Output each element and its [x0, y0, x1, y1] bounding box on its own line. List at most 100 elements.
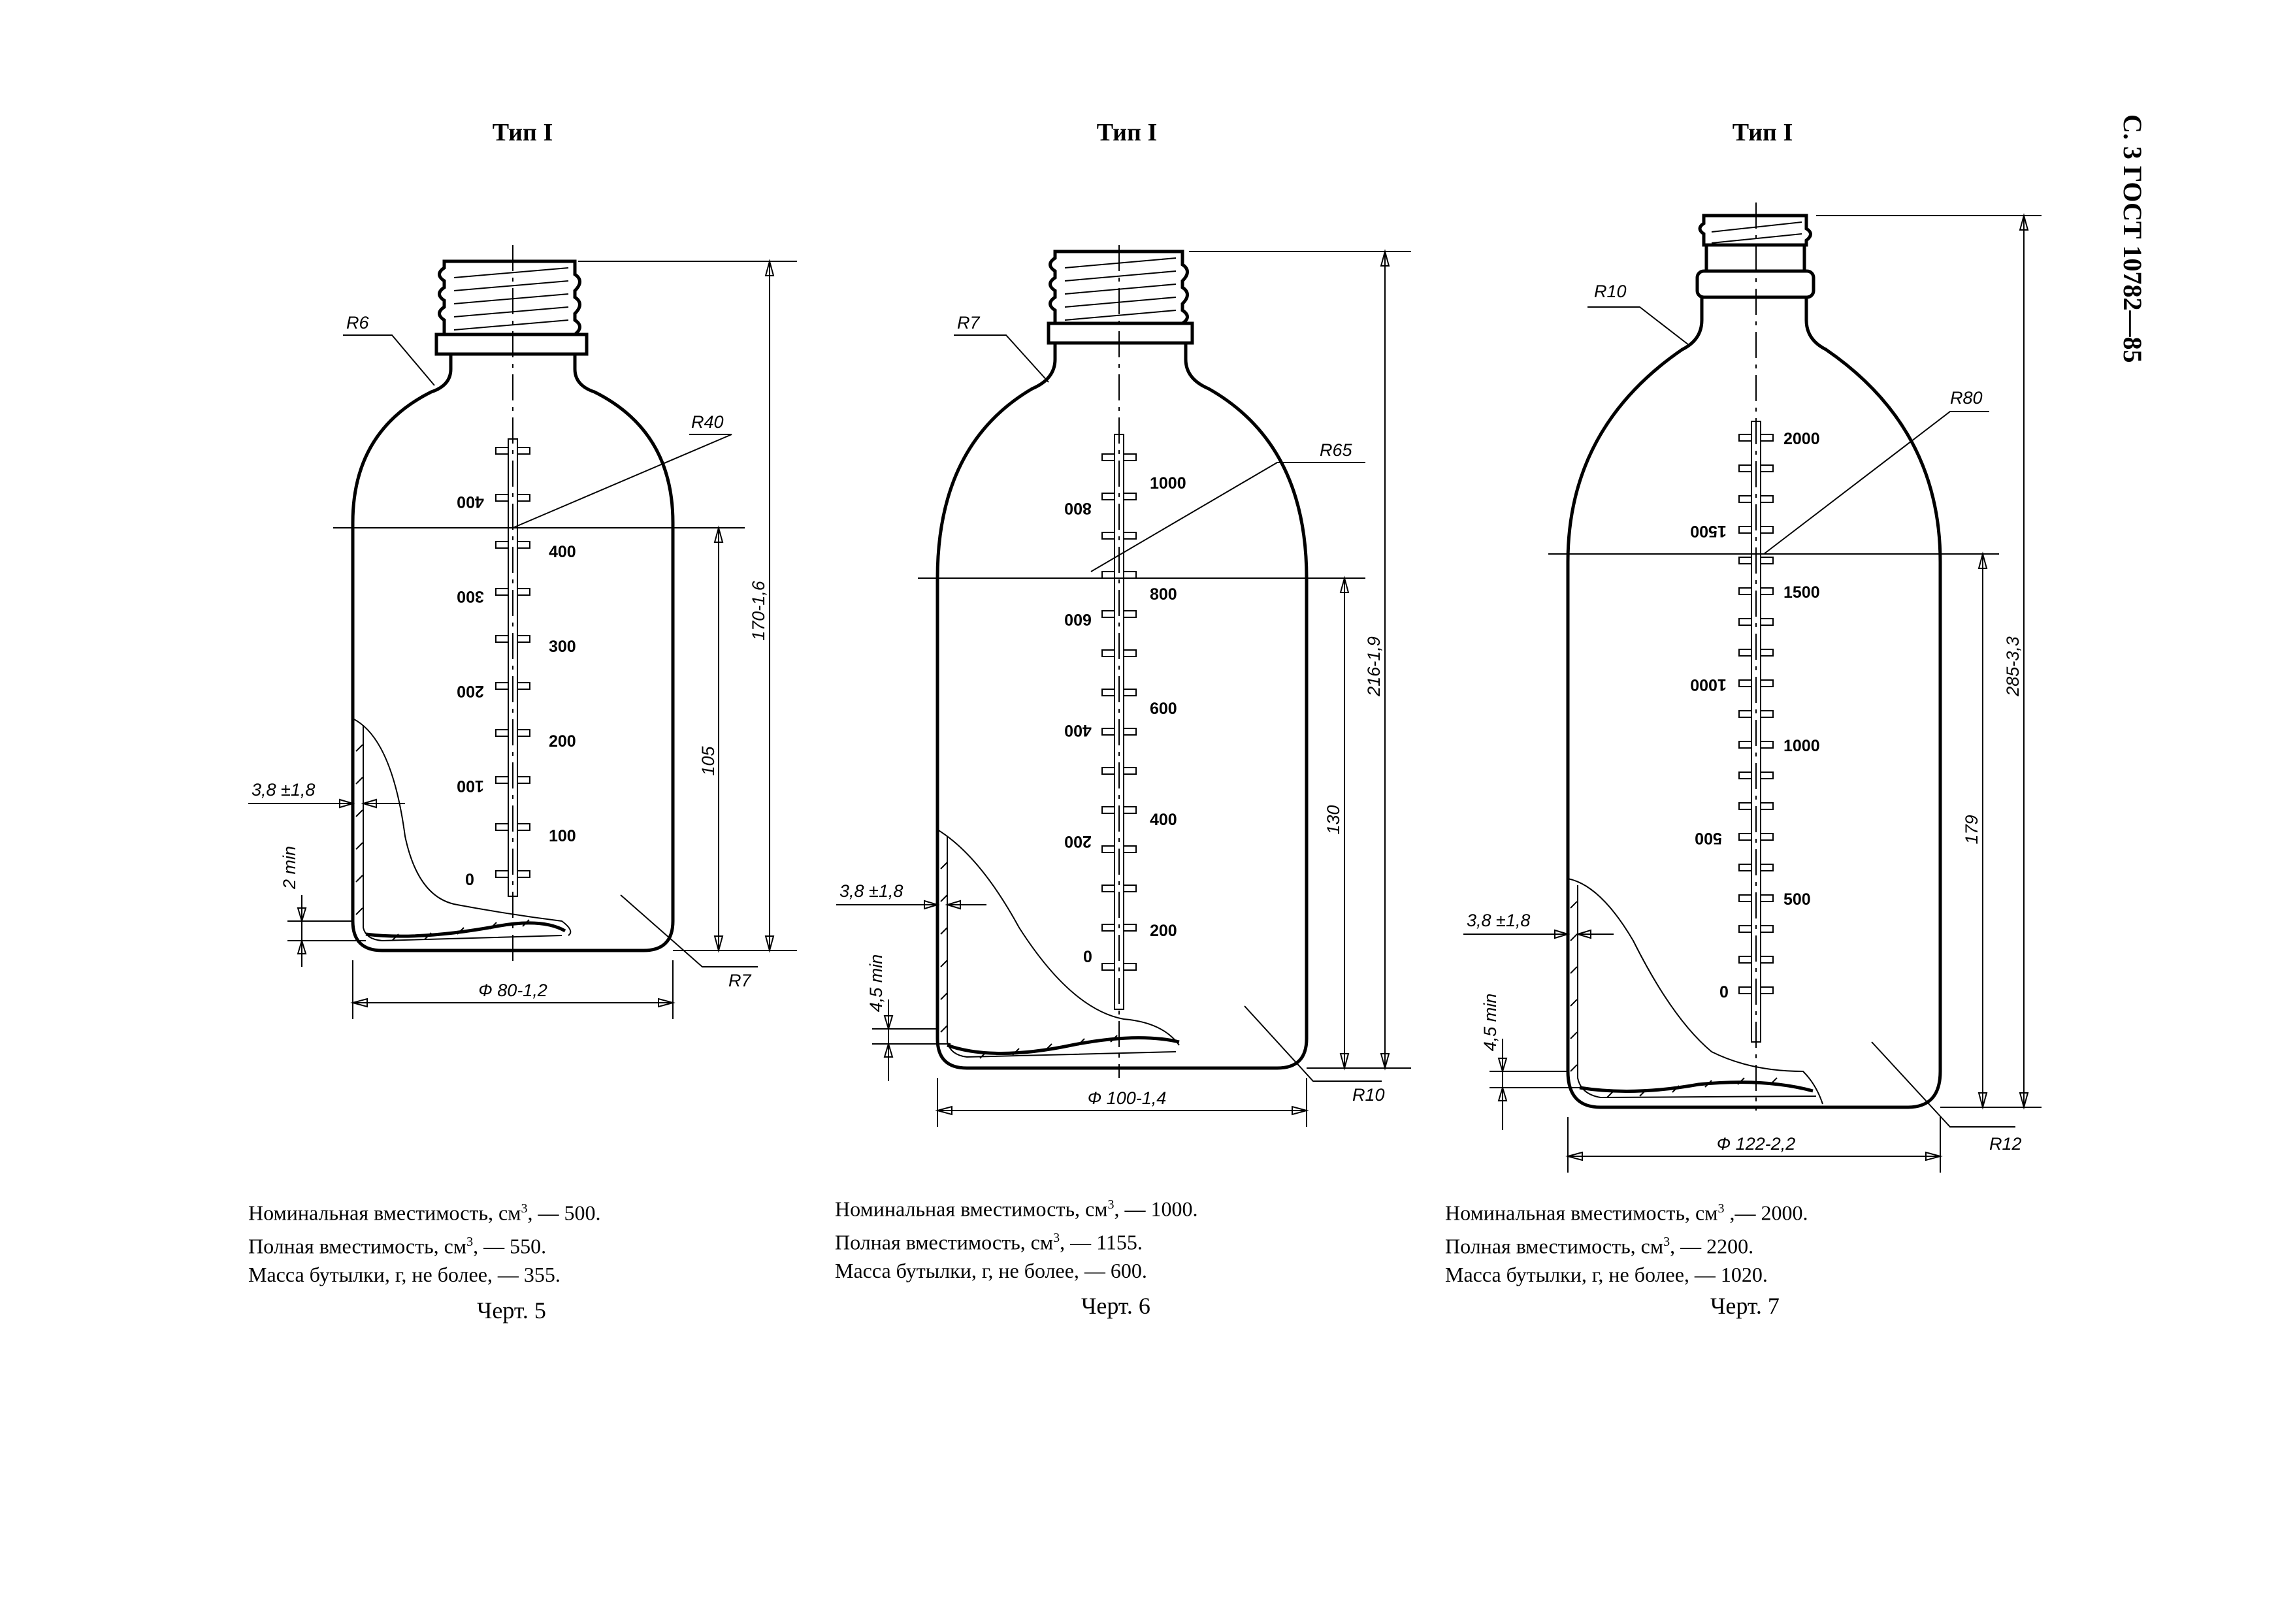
bottle-2: Тип I 1000 800 600 400 200 800 600 400 2… [836, 119, 1411, 1127]
bottle-2-grad-right-5: 200 [1150, 922, 1177, 940]
bottle-1-radius-base: R7 [728, 971, 751, 990]
bottle-2-radius-base: R10 [1352, 1085, 1385, 1105]
graduation-tick [1101, 649, 1115, 657]
graduation-tick [1101, 689, 1115, 696]
bottle-1-radius-shoulder: R6 [346, 313, 369, 333]
graduation-tick [1101, 453, 1115, 461]
bottle-2-caption: Номинальная вместимость, см3, — 1000. По… [835, 1190, 1198, 1285]
graduation-tick [1738, 495, 1752, 503]
graduation-tick [1738, 710, 1752, 718]
bottle-1-neck [434, 259, 589, 356]
bottle-3-outline [1566, 297, 1942, 1109]
bottle-3-grad-left-1: 1500 [1690, 522, 1727, 540]
bottle-3-caption: Номинальная вместимость, см3 ,— 2000. По… [1445, 1194, 1808, 1289]
bottle-3-type-label: Тип I [1733, 119, 1793, 146]
graduation-tick [1123, 453, 1137, 461]
bottle-3-grad-right-1: 2000 [1783, 430, 1820, 448]
bottle-3-full-capacity: Полная вместимость, см3, — 2200. [1445, 1234, 1754, 1258]
graduation-tick [1760, 618, 1774, 626]
bottle-2-radius-shoulder: R7 [957, 313, 980, 333]
graduation-tick [1760, 894, 1774, 902]
bottle-2-graduation-scale [1101, 434, 1137, 1010]
graduation-tick [1123, 649, 1137, 657]
bottle-3-diameter: Ф 122-2,2 [1717, 1134, 1796, 1154]
graduation-tick [517, 588, 530, 596]
graduation-tick [1123, 767, 1137, 775]
bottle-1-bottom-thickness: 2 min [280, 846, 299, 890]
bottle-1: Тип I 400 300 200 100 400 300 200 1 [248, 119, 797, 1019]
graduation-tick [1738, 557, 1752, 564]
bottle-2-full-capacity: Полная вместимость, см3, — 1155. [835, 1230, 1143, 1254]
bottle-2-grad-left-2: 600 [1064, 610, 1092, 628]
graduation-tick [1101, 610, 1115, 618]
graduation-tick [1101, 845, 1115, 853]
bottle-3-grad-left-2: 1000 [1690, 675, 1727, 694]
graduation-tick [1101, 924, 1115, 932]
bottle-3-dimensions [1463, 213, 2042, 1173]
graduation-tick [1738, 986, 1752, 994]
bottle-1-grad-right-4: 100 [549, 827, 576, 845]
graduation-tick [1760, 679, 1774, 687]
bottle-2-bottom-thickness: 4,5 min [866, 954, 886, 1013]
bottle-3-grad-right-2: 1500 [1783, 583, 1820, 602]
bottle-3: Тип I 2000 1500 1000 500 1500 1000 500 0 [1463, 119, 2042, 1173]
bottle-1-section [352, 718, 572, 942]
graduation-tick [1760, 741, 1774, 749]
bottle-3-figure-number: Черт. 7 [1710, 1293, 1780, 1319]
graduation-tick [1760, 587, 1774, 595]
bottle-1-grad-left-2: 300 [457, 587, 484, 606]
graduation-tick [1123, 924, 1137, 932]
graduation-tick [1760, 925, 1774, 933]
bottle-2-height-part: 130 [1324, 805, 1343, 834]
graduation-tick [1738, 526, 1752, 534]
graduation-tick [1123, 963, 1137, 971]
bottle-2-outline [936, 343, 1309, 1070]
bottle-3-radius-base: R12 [1989, 1134, 2022, 1154]
bottle-1-graduation-scale [495, 438, 530, 897]
graduation-tick [517, 729, 530, 737]
graduation-tick [1760, 802, 1774, 810]
graduation-tick [1101, 963, 1115, 971]
graduation-tick [495, 729, 509, 737]
bottle-1-grad-right-3: 200 [549, 732, 576, 751]
bottle-2-nominal-capacity: Номинальная вместимость, см3, — 1000. [835, 1197, 1198, 1221]
graduation-tick [1760, 649, 1774, 657]
bottle-2-radius-body: R65 [1320, 440, 1353, 460]
bottle-3-height-total: 285-3,3 [2003, 636, 2023, 697]
graduation-tick [517, 682, 530, 690]
bottle-1-wall-thickness: 3,8 ±1,8 [252, 780, 315, 800]
graduation-tick [495, 870, 509, 878]
bottle-2-grad-right-4: 400 [1150, 811, 1177, 829]
bottle-1-grad-right-2: 300 [549, 638, 576, 656]
graduation-tick [495, 635, 509, 643]
graduation-tick [517, 494, 530, 502]
graduation-tick [1101, 767, 1115, 775]
bottle-1-grad-left-5: 0 [465, 871, 474, 889]
bottle-3-neck [1695, 214, 1815, 299]
bottle-3-grad-left-3: 500 [1695, 829, 1722, 847]
bottle-1-diameter: Ф 80-1,2 [478, 981, 547, 1000]
bottle-1-radius-body: R40 [691, 412, 724, 432]
bottle-2-neck [1047, 250, 1194, 345]
graduation-tick [1738, 802, 1752, 810]
bottle-1-figure-number: Черт. 5 [477, 1297, 546, 1324]
graduation-tick [1738, 894, 1752, 902]
bottle-1-grad-left-3: 200 [457, 682, 484, 700]
bottle-3-nominal-capacity: Номинальная вместимость, см3 ,— 2000. [1445, 1201, 1808, 1225]
bottle-2-wall-thickness: 3,8 ±1,8 [839, 881, 903, 901]
graduation-tick [1123, 571, 1137, 579]
graduation-tick [517, 776, 530, 784]
graduation-tick [1738, 618, 1752, 626]
bottle-1-grad-right-1: 400 [549, 543, 576, 561]
graduation-tick [1123, 689, 1137, 696]
graduation-tick [1123, 806, 1137, 814]
graduation-tick [495, 776, 509, 784]
graduation-tick [1760, 464, 1774, 472]
bottle-1-full-capacity: Полная вместимость, см3, — 550. [248, 1234, 547, 1258]
bottle-3-wall-thickness: 3,8 ±1,8 [1467, 911, 1530, 930]
graduation-tick [1738, 771, 1752, 779]
graduation-tick [1760, 495, 1774, 503]
bottle-3-radius-body: R80 [1950, 388, 1983, 408]
bottle-3-grad-left-4: 0 [1719, 983, 1729, 1001]
bottle-2-grad-right-1: 1000 [1150, 474, 1186, 493]
